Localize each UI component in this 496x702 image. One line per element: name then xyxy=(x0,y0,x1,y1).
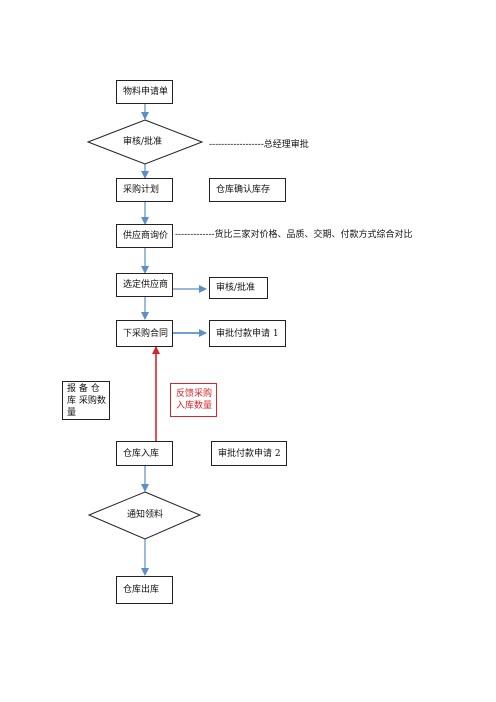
supplier-inquiry-label: 供应商询价 xyxy=(123,231,169,241)
review-approve-label: 审核/批准 xyxy=(123,137,163,147)
report-quantity-box: 报 备 仓 库 采购数量 xyxy=(62,381,110,420)
payment-request-2-box: 审批付款申请 2 xyxy=(211,441,287,466)
compare-note: -------------货比三家对价格、品质、交期、付款方式综合对比 xyxy=(175,230,413,240)
warehouse-in-box: 仓库入库 xyxy=(116,441,173,466)
notify-diamond-shape xyxy=(87,491,202,540)
purchase-contract-label: 下采购合同 xyxy=(123,328,169,339)
warehouse-confirm-box: 仓库确认库存 xyxy=(209,178,286,202)
review-diamond-shape xyxy=(86,119,204,165)
purchase-contract-box: 下采购合同 xyxy=(116,320,173,347)
warehouse-confirm-label: 仓库确认库存 xyxy=(216,185,271,195)
warehouse-out-label: 仓库出库 xyxy=(123,585,160,595)
material-request-label: 物料申请单 xyxy=(123,87,169,97)
feedback-quantity-label: 反馈采购入库数量 xyxy=(176,389,213,411)
gm-approval-note: ------------------总经理审批 xyxy=(209,140,309,150)
payment-request-1-label: 审批付款申请 1 xyxy=(216,328,279,339)
material-request-box: 物料申请单 xyxy=(116,80,173,104)
select-supplier-label: 选定供应商 xyxy=(123,280,169,290)
review-approve-2-label: 审核/批准 xyxy=(216,283,256,293)
notify-pickup-label: 通知领料 xyxy=(127,510,164,520)
report-quantity-label: 报 备 仓 库 采购数量 xyxy=(67,383,106,418)
payment-request-2-label: 审批付款申请 2 xyxy=(218,448,281,459)
review-approve-2-box: 审核/批准 xyxy=(209,277,268,299)
select-supplier-box: 选定供应商 xyxy=(116,273,173,297)
supplier-inquiry-box: 供应商询价 xyxy=(116,224,173,248)
purchase-plan-label: 采购计划 xyxy=(123,185,160,195)
warehouse-out-box: 仓库出库 xyxy=(116,576,173,604)
warehouse-in-label: 仓库入库 xyxy=(123,448,160,459)
purchase-plan-box: 采购计划 xyxy=(116,178,173,202)
feedback-quantity-box: 反馈采购入库数量 xyxy=(170,383,217,417)
payment-request-1-box: 审批付款申请 1 xyxy=(209,320,286,347)
